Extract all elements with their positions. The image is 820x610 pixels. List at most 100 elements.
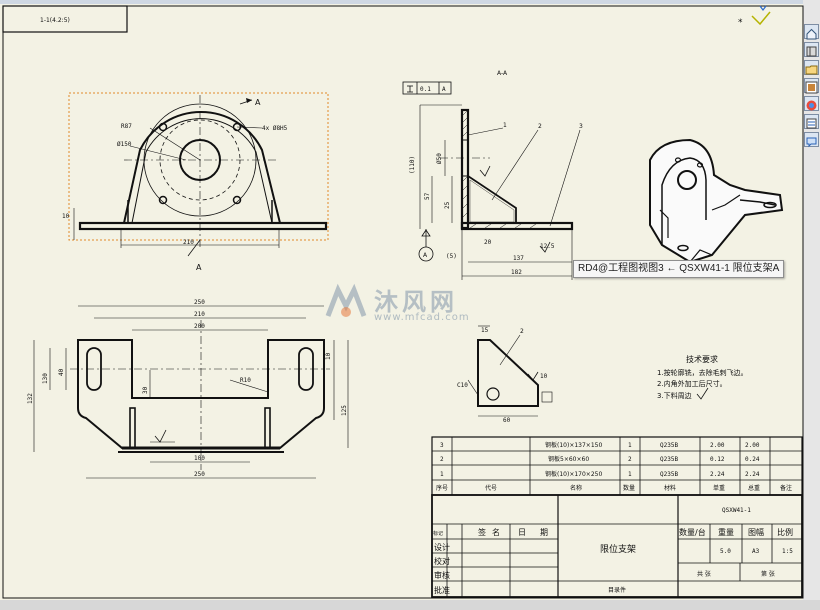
bom-table: [431, 436, 803, 496]
bom-r1-qty: 1: [628, 442, 632, 449]
bom-r3-qty: 1: [628, 471, 632, 478]
tb-size-value: A3: [752, 548, 760, 555]
tb-qty-label: 数量/台: [679, 527, 706, 537]
bom-r2-w2: 0.24: [745, 456, 760, 463]
tb-label-check: 校对: [434, 556, 450, 566]
bom-h-code: 代号: [485, 484, 497, 492]
tb-label-review: 审核: [434, 570, 450, 580]
dim-tol-ref: A: [442, 86, 446, 93]
section-view[interactable]: [402, 81, 581, 280]
dim-bw210: 210: [194, 311, 205, 318]
dim-radius: R87: [121, 123, 132, 130]
bom-r2-qty: 2: [628, 456, 632, 463]
dim-bh130: 130: [42, 373, 49, 384]
bom-h-qty: 数量: [623, 484, 635, 492]
dim-bs10: 10: [325, 352, 332, 360]
dim-left-h: 10: [62, 213, 70, 220]
isometric-view[interactable]: [649, 138, 784, 264]
bom-h-name: 名称: [570, 484, 582, 492]
bom-r3-w2: 2.24: [745, 471, 760, 478]
tb-size-label: 图幅: [748, 527, 764, 537]
forum-icon[interactable]: [804, 132, 819, 148]
view-arrow-a-top: A: [255, 98, 261, 107]
detail-h: C10: [457, 382, 468, 389]
home-icon[interactable]: [804, 24, 819, 40]
bom-h-mat: 材料: [664, 484, 676, 492]
dim-width-bottom: 210: [183, 239, 194, 246]
bom-r1-mat: Q235B: [660, 442, 678, 449]
view-tooltip: RD4@工程图视图3 ← QSXW41-1 限位支架A: [573, 260, 785, 278]
bom-r2-name: 钢板5×60×60: [548, 455, 589, 463]
front-view[interactable]: [68, 92, 329, 257]
top-view[interactable]: [33, 305, 349, 479]
part-num-3: 3: [579, 123, 583, 130]
tb-sheet-total: 共 张: [697, 570, 711, 578]
part-num-2: 2: [538, 123, 542, 130]
dim-d57: 57: [424, 192, 431, 200]
view-palette-icon[interactable]: [804, 78, 819, 94]
sheet-border: [2, 5, 804, 599]
bom-h-w1: 单重: [713, 484, 725, 492]
svg-text:*: *: [738, 18, 743, 28]
detail-w: 60: [503, 417, 511, 424]
detail-view[interactable]: [467, 325, 553, 417]
tb-sign-2: 名: [492, 527, 500, 537]
tech-item-1: 1.按轮廓铣，去除毛刺飞边。: [657, 368, 748, 377]
dim-bh132: 132: [27, 393, 34, 404]
tb-bottom-note: 目录件: [608, 586, 626, 594]
tb-sheet-num: 第 张: [761, 570, 775, 578]
bom-r1-no: 3: [440, 442, 444, 449]
tb-label-approve: 批准: [434, 585, 450, 595]
tb-mark: 标记: [433, 530, 443, 537]
dim-br10: R10: [240, 377, 251, 384]
bom-r1-w2: 2.00: [745, 442, 760, 449]
tb-weight-label: 重量: [718, 527, 734, 537]
bom-r2-no: 2: [440, 456, 444, 463]
detail-top: 15: [481, 327, 489, 334]
dim-bw250: 250: [194, 471, 205, 478]
tech-item-3: 3.下料周边: [657, 391, 692, 400]
bom-r1-w1: 2.00: [710, 442, 725, 449]
bom-r1-name: 钢板(10)×137×150: [545, 441, 602, 449]
dim-d50: Ø50: [436, 153, 443, 164]
dim-bh40: 40: [58, 368, 65, 376]
bom-h-no: 序号: [436, 484, 448, 492]
dim-dia: Ø150: [117, 141, 132, 148]
task-pane: [803, 22, 820, 157]
view-indicator-icon: *: [738, 5, 771, 28]
drawing-no: QSXW41-1: [722, 507, 751, 514]
bom-h-note: 备注: [780, 484, 792, 492]
bom-r3-name: 钢板(10)×170×250: [545, 470, 602, 478]
custom-properties-icon[interactable]: [804, 114, 819, 129]
bom-r3-mat: Q235B: [660, 471, 678, 478]
section-label: A-A: [497, 70, 508, 77]
view-arrow-a-bottom: A: [196, 263, 202, 272]
dim-s5: (5): [446, 253, 457, 260]
dim-bh125: 125: [341, 405, 348, 416]
dim-bw100: 100: [194, 455, 205, 462]
tb-sign-1: 签: [478, 527, 486, 537]
bom-r2-w1: 0.12: [710, 456, 725, 463]
dim-height-total: (110): [409, 156, 416, 174]
sheet-label: 1-1(4.2:5): [40, 17, 70, 24]
dim-holes: 4x Ø8H5: [262, 125, 288, 132]
dim-w182: 182: [511, 269, 522, 276]
dim-d20: 20: [484, 239, 492, 246]
tech-title: 技术要求: [686, 354, 718, 364]
dim-bw200: 200: [194, 323, 205, 330]
file-explorer-icon[interactable]: [804, 60, 819, 75]
appearances-icon[interactable]: [804, 96, 819, 111]
part-name: 限位支架: [600, 543, 636, 555]
detail-part: 2: [520, 328, 524, 335]
tb-qty-value: 5.0: [720, 548, 731, 555]
dim-bw250top: 250: [194, 299, 205, 306]
dim-tol: 0.1: [420, 86, 431, 93]
tb-scale-value: 1:5: [782, 548, 793, 555]
tb-scale-label: 比例: [777, 527, 793, 537]
parts-library-icon[interactable]: [804, 42, 819, 57]
bom-r3-w1: 2.24: [710, 471, 725, 478]
roughness-icon: [696, 387, 709, 400]
drawing-sheet: [0, 0, 803, 600]
tb-label-design: 设计: [434, 542, 450, 552]
